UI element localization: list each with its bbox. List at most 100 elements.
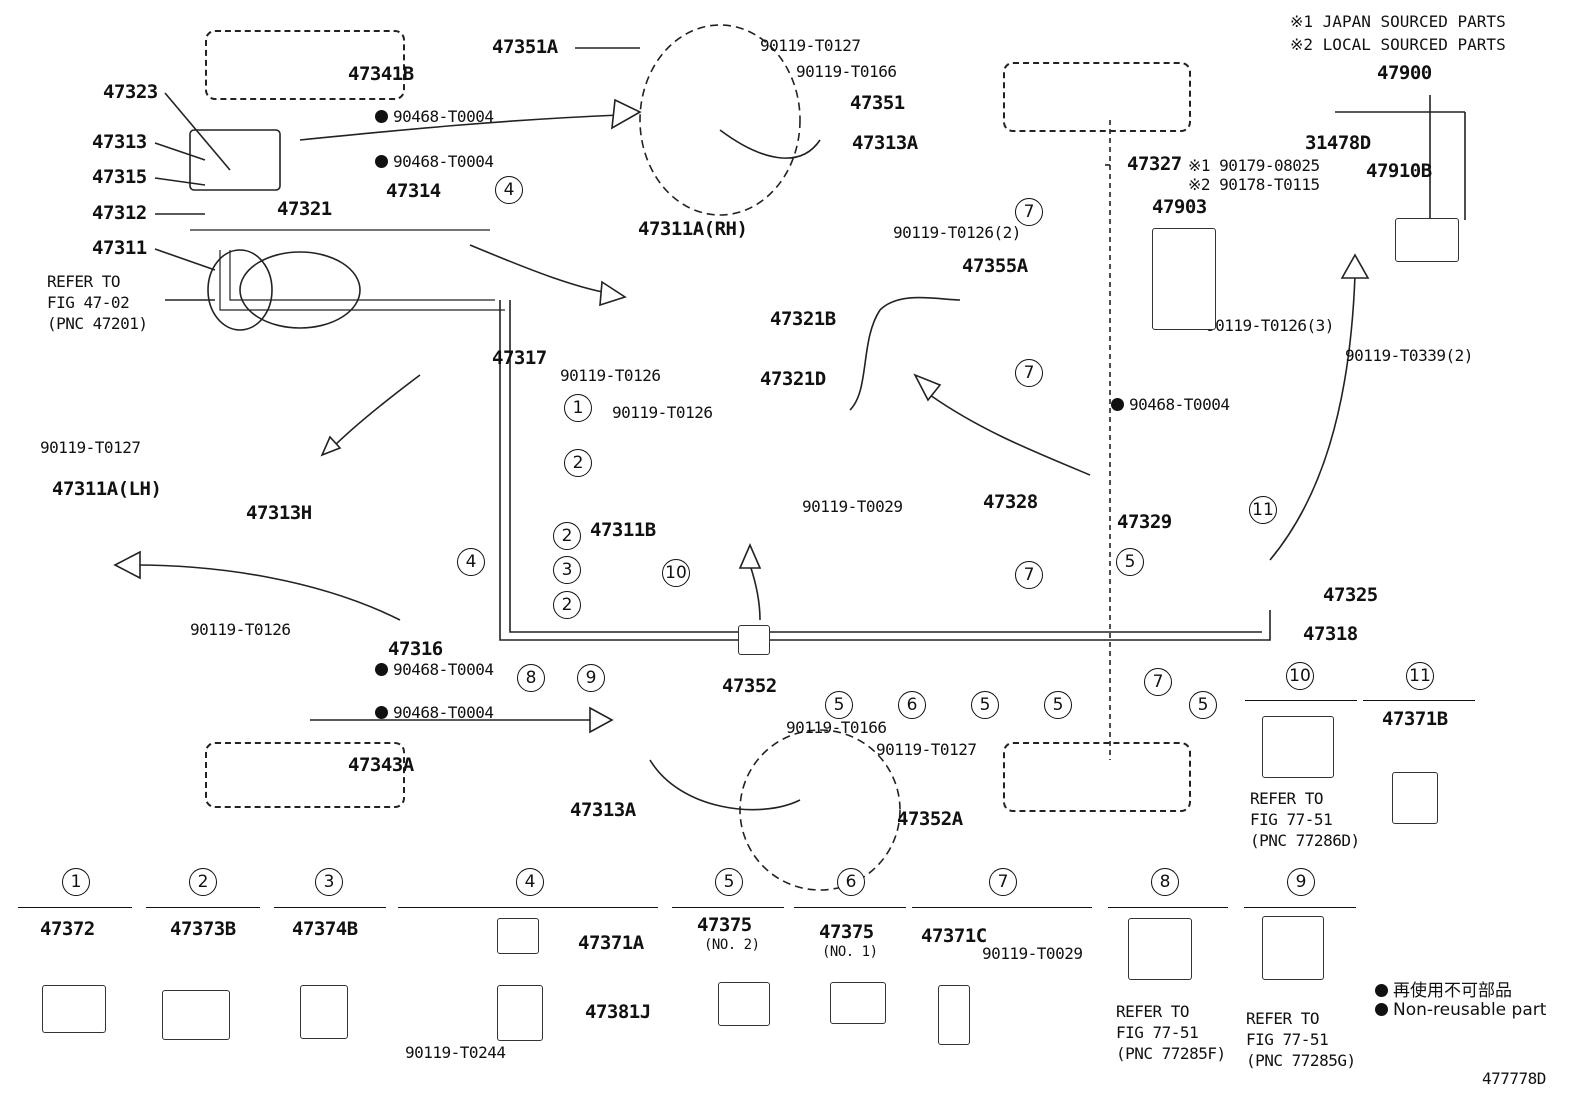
part-90119-T0166-a[interactable]: 90119-T0166 [796, 62, 897, 81]
part-90119-T0126-c[interactable]: 90119-T0126 [612, 403, 713, 422]
part-47323[interactable]: 47323 [103, 81, 158, 103]
clamp-47372[interactable]: 47372 [40, 918, 95, 940]
part-47314[interactable]: 47314 [386, 180, 441, 202]
refer-to-47-02-line2: FIG 47-02 [47, 293, 130, 312]
callout-5-e[interactable]: 5 [1189, 691, 1217, 719]
callout-7-d[interactable]: 7 [1144, 668, 1172, 696]
legend-callout-5[interactable]: 5 [715, 868, 743, 896]
legend-callout-6[interactable]: 6 [837, 868, 865, 896]
part-47311B[interactable]: 47311B [590, 519, 656, 541]
part-47343A[interactable]: 47343A [348, 754, 414, 776]
part-47328[interactable]: 47328 [983, 491, 1038, 513]
part-90119-T0127-a[interactable]: 90119-T0127 [760, 36, 861, 55]
clamp-47375-no1[interactable]: 47375 [819, 921, 874, 943]
bracket-47381J[interactable]: 47381J [585, 1001, 651, 1023]
callout-7-a[interactable]: 7 [1015, 198, 1043, 226]
callout-1[interactable]: 1 [564, 394, 592, 422]
part-47311[interactable]: 47311 [92, 237, 147, 259]
part-31478D[interactable]: 31478D [1305, 132, 1371, 154]
part-47351A[interactable]: 47351A [492, 36, 558, 58]
part-90119-T0126-d[interactable]: 90119-T0126(2) [893, 223, 1021, 242]
part-90119-T0126-e[interactable]: 90119-T0126(3) [1206, 316, 1334, 335]
part-47325[interactable]: 47325 [1323, 584, 1378, 606]
legend-callout-8[interactable]: 8 [1151, 868, 1179, 896]
part-47316[interactable]: 47316 [388, 638, 443, 660]
part-47355A[interactable]: 47355A [962, 255, 1028, 277]
legend-callout-4[interactable]: 4 [516, 868, 544, 896]
part-47311A-RH[interactable]: 47311A(RH) [638, 218, 748, 240]
diagram-id: 477778D [1482, 1069, 1546, 1088]
part-90119-T0126-b[interactable]: 90119-T0126 [190, 620, 291, 639]
part-90119-T0127-c[interactable]: 90119-T0127 [876, 740, 977, 759]
part-47900[interactable]: 47900 [1377, 62, 1432, 84]
callout-6[interactable]: 6 [898, 691, 926, 719]
part-90119-T0126-a[interactable]: 90119-T0126 [560, 366, 661, 385]
part-90468-T0004-d[interactable]: 90468-T0004 [375, 705, 494, 721]
part-90468-T0004-c[interactable]: 90468-T0004 [375, 662, 494, 678]
part-90119-T0029-a[interactable]: 90119-T0029 [802, 497, 903, 516]
part-90468-T0004-e[interactable]: 90468-T0004 [1111, 397, 1230, 413]
part-47313A-a[interactable]: 47313A [852, 132, 918, 154]
callout-7-b[interactable]: 7 [1015, 359, 1043, 387]
part-90468-T0004-b[interactable]: 90468-T0004 [375, 154, 494, 170]
part-47317[interactable]: 47317 [492, 347, 547, 369]
callout-10-pipe[interactable]: 10 [662, 559, 690, 587]
bottom-bracket-4 [398, 907, 658, 908]
legend-callout-1[interactable]: 1 [62, 868, 90, 896]
part-47313H[interactable]: 47313H [246, 502, 312, 524]
callout-10-group[interactable]: 10 [1286, 662, 1314, 690]
part-47371B[interactable]: 47371B [1382, 708, 1448, 730]
part-47311A-LH[interactable]: 47311A(LH) [52, 478, 162, 500]
part-47341B[interactable]: 47341B [348, 63, 414, 85]
part-47327[interactable]: 47327 [1127, 153, 1182, 175]
part-90178-T0115[interactable]: ※2 90178-T0115 [1188, 175, 1320, 194]
callout-8[interactable]: 8 [517, 664, 545, 692]
callout-7-c[interactable]: 7 [1015, 561, 1043, 589]
callout-2-a[interactable]: 2 [564, 449, 592, 477]
part-47352A[interactable]: 47352A [897, 808, 963, 830]
part-47321[interactable]: 47321 [277, 198, 332, 220]
part-47318[interactable]: 47318 [1303, 623, 1358, 645]
callout-4-top[interactable]: 4 [495, 176, 523, 204]
part-47910B[interactable]: 47910B [1366, 160, 1432, 182]
bolt-90119-T0244[interactable]: 90119-T0244 [405, 1043, 506, 1062]
legend-callout-3[interactable]: 3 [315, 868, 343, 896]
part-47312[interactable]: 47312 [92, 202, 147, 224]
part-90468-T0004-a[interactable]: 90468-T0004 [375, 109, 494, 125]
legend-callout-2[interactable]: 2 [189, 868, 217, 896]
clamp-47371A[interactable]: 47371A [578, 932, 644, 954]
clamp-47374B[interactable]: 47374B [292, 918, 358, 940]
callout-5-a[interactable]: 5 [825, 691, 853, 719]
part-47321B[interactable]: 47321B [770, 308, 836, 330]
part-47352[interactable]: 47352 [722, 675, 777, 697]
callout-11-pipe[interactable]: 11 [1249, 496, 1277, 524]
part-47315[interactable]: 47315 [92, 166, 147, 188]
callout-2-b[interactable]: 2 [553, 522, 581, 550]
callout-5-b[interactable]: 5 [971, 691, 999, 719]
part-90119-T0339[interactable]: 90119-T0339(2) [1345, 346, 1473, 365]
non-reusable-dot [1375, 1003, 1388, 1016]
part-47321D[interactable]: 47321D [760, 368, 826, 390]
callout-4-mid[interactable]: 4 [457, 548, 485, 576]
clamp-47371C[interactable]: 47371C [921, 925, 987, 947]
callout-5-c[interactable]: 5 [1044, 691, 1072, 719]
callout-5-d[interactable]: 5 [1116, 548, 1144, 576]
callout-11-group[interactable]: 11 [1406, 662, 1434, 690]
part-90119-T0166-b[interactable]: 90119-T0166 [786, 718, 887, 737]
clamp-47373B[interactable]: 47373B [170, 918, 236, 940]
clamp-47375-no2[interactable]: 47375 [697, 914, 752, 936]
part-47329[interactable]: 47329 [1117, 511, 1172, 533]
part-47903[interactable]: 47903 [1152, 196, 1207, 218]
callout-3[interactable]: 3 [553, 556, 581, 584]
part-47351[interactable]: 47351 [850, 92, 905, 114]
bottom-bracket-7 [912, 907, 1092, 908]
part-47313A-b[interactable]: 47313A [570, 799, 636, 821]
callout-2-c[interactable]: 2 [553, 591, 581, 619]
legend-callout-9[interactable]: 9 [1287, 868, 1315, 896]
part-47313[interactable]: 47313 [92, 131, 147, 153]
bolt-90119-T0029-b[interactable]: 90119-T0029 [982, 944, 1083, 963]
part-90179-08025[interactable]: ※1 90179-08025 [1188, 156, 1320, 175]
legend-callout-7[interactable]: 7 [989, 868, 1017, 896]
callout-9[interactable]: 9 [577, 664, 605, 692]
part-90119-T0127-b[interactable]: 90119-T0127 [40, 438, 141, 457]
